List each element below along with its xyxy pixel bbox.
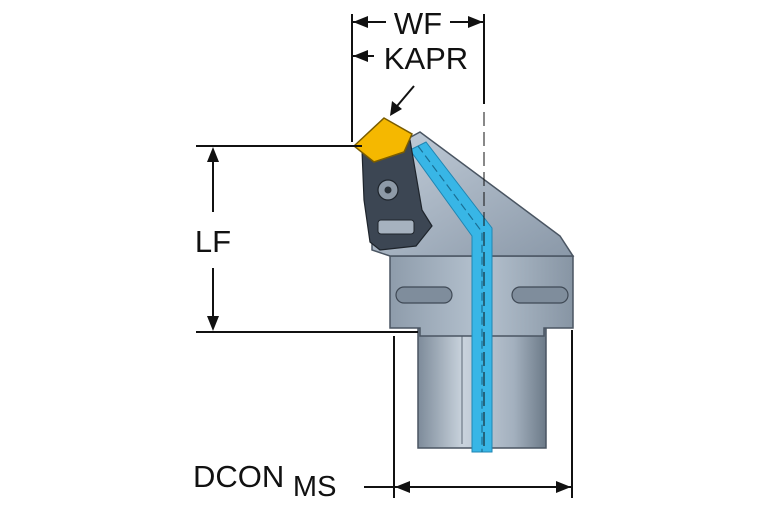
tool-holder [352, 117, 575, 453]
dcon-label: DCON MS [193, 459, 336, 503]
arrowheads [207, 16, 571, 493]
dcon-label-subscript: MS [293, 471, 337, 503]
clamp-lever [377, 219, 415, 235]
wf-label: WF [394, 6, 442, 41]
dcon-label-main: DCON [193, 459, 284, 494]
lf-arrow-bottom [207, 316, 219, 331]
lf-label: LF [195, 224, 231, 259]
wf-arrow-left [353, 16, 368, 28]
dcon-arrow-right [556, 481, 571, 493]
flange-slot-left [395, 286, 453, 304]
wf-arrow-right [468, 16, 483, 28]
kapr-arrow-left [353, 50, 368, 62]
clamp-screw-center [384, 186, 392, 194]
coolant-channel [409, 141, 493, 453]
lf-arrow-top [207, 147, 219, 162]
dcon-arrow-left [395, 481, 410, 493]
coolant-channel-centerline [417, 145, 483, 452]
cutting-insert [352, 117, 413, 163]
kapr-label: KAPR [384, 41, 468, 76]
flange-slot-right [511, 286, 569, 304]
kapr-leader-arrow [390, 101, 402, 116]
